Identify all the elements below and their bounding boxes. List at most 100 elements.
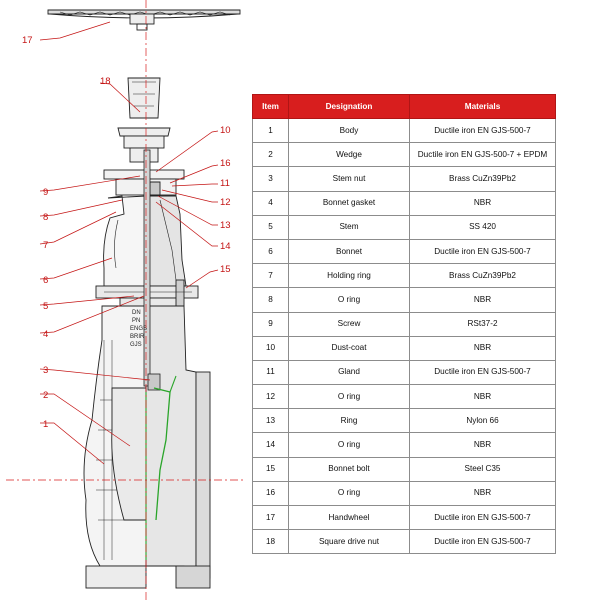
cell-material: Ductile iron EN GJS-500-7 [409, 529, 556, 555]
cell-designation: Gland [288, 359, 410, 386]
square-drive-nut-part [117, 77, 171, 163]
body-marking-line: ENGS [130, 326, 147, 332]
cell-item: 7 [252, 263, 289, 289]
cell-material: Ductile iron EN GJS-500-7 [409, 359, 556, 386]
cell-designation: Bonnet [288, 238, 410, 265]
cell-material: Ductile iron EN GJS-500-7 [409, 238, 556, 265]
cell-designation: Stem [288, 214, 410, 240]
body-marking: DN PN ENGS BRIR GJS [130, 310, 147, 348]
cell-designation: Square drive nut [288, 529, 410, 555]
cell-item: 6 [252, 238, 289, 265]
cell-material: NBR [409, 287, 556, 313]
callout-3: 3 [43, 365, 48, 376]
cell-item: 12 [252, 384, 289, 410]
handwheel-part [47, 9, 241, 31]
column-header-materials: Materials [409, 94, 556, 119]
body-marking-line: DN [132, 310, 141, 316]
cell-designation: O ring [288, 432, 410, 458]
callout-8: 8 [43, 212, 48, 223]
callout-numbers: 17 18 10 16 11 12 13 14 15 9 8 7 6 5 4 3… [22, 35, 231, 430]
cell-material: Brass CuZn39Pb2 [409, 166, 556, 192]
cell-item: 10 [252, 335, 289, 361]
cell-designation: Wedge [288, 142, 410, 168]
valve-cross-section-drawing: DN PN ENGS BRIR GJS 17 1 8 10 16 11 [6, 0, 246, 600]
callout-13: 13 [220, 220, 231, 231]
cell-material: Brass CuZn39Pb2 [409, 263, 556, 289]
cell-designation: Ring [288, 408, 410, 434]
cell-material: NBR [409, 335, 556, 361]
callout-leaders [39, 21, 219, 465]
cell-designation: Stem nut [288, 166, 410, 192]
cell-item: 13 [252, 408, 289, 434]
callout-4: 4 [43, 329, 48, 340]
cell-item: 2 [252, 142, 289, 168]
cell-item: 1 [252, 117, 289, 144]
cell-item: 5 [252, 214, 289, 240]
cell-item: 9 [252, 311, 289, 337]
cell-item: 14 [252, 432, 289, 458]
cell-material: NBR [409, 190, 556, 216]
cell-material: Nylon 66 [409, 408, 556, 434]
callout-11: 11 [220, 178, 230, 189]
column-header-item: Item [252, 94, 289, 119]
cell-designation: O ring [288, 384, 410, 410]
callout-17: 17 [22, 35, 33, 46]
cell-item: 17 [252, 504, 289, 531]
cell-designation: Dust-coat [288, 335, 410, 361]
callout-14: 14 [220, 241, 231, 252]
callout-6: 6 [43, 275, 48, 286]
cell-item: 4 [252, 190, 289, 216]
cell-item: 3 [252, 166, 289, 192]
cell-designation: Bonnet bolt [288, 456, 410, 482]
cell-designation: Body [288, 117, 410, 144]
cell-material: Ductile iron EN GJS-500-7 + EPDM [409, 142, 556, 168]
cell-material: SS 420 [409, 214, 556, 240]
cell-designation: Screw [288, 311, 410, 337]
cell-item: 8 [252, 287, 289, 313]
table-header-row: Item Designation Materials [252, 94, 556, 119]
callout-2: 2 [43, 390, 48, 401]
cell-material: NBR [409, 384, 556, 410]
cell-material: NBR [409, 480, 556, 507]
stem-part [143, 149, 151, 387]
callout-5: 5 [43, 301, 48, 312]
cell-designation: O ring [288, 480, 410, 507]
cell-designation: Holding ring [288, 263, 410, 289]
callout-15: 15 [220, 264, 231, 275]
cell-material: RSt37-2 [409, 311, 556, 337]
column-header-designation: Designation [288, 94, 410, 119]
callout-10: 10 [220, 125, 231, 136]
stem-nut-part [147, 373, 161, 391]
cell-designation: O ring [288, 287, 410, 313]
cell-item: 15 [252, 456, 289, 482]
body-marking-line: PN [132, 318, 140, 324]
cell-material: Ductile iron EN GJS-500-7 [409, 504, 556, 531]
cell-material: NBR [409, 432, 556, 458]
cell-designation: Handwheel [288, 504, 410, 531]
cell-item: 18 [252, 529, 289, 555]
bonnet-part [103, 195, 187, 287]
center-lines [6, 0, 246, 600]
cell-material: Steel C35 [409, 456, 556, 482]
callout-7: 7 [43, 240, 48, 251]
body-marking-line: BRIR [130, 334, 145, 340]
cell-material: Ductile iron EN GJS-500-7 [409, 117, 556, 144]
callout-12: 12 [220, 197, 231, 208]
callout-1: 1 [43, 419, 48, 430]
callout-9: 9 [43, 187, 48, 198]
callout-16: 16 [220, 158, 231, 169]
